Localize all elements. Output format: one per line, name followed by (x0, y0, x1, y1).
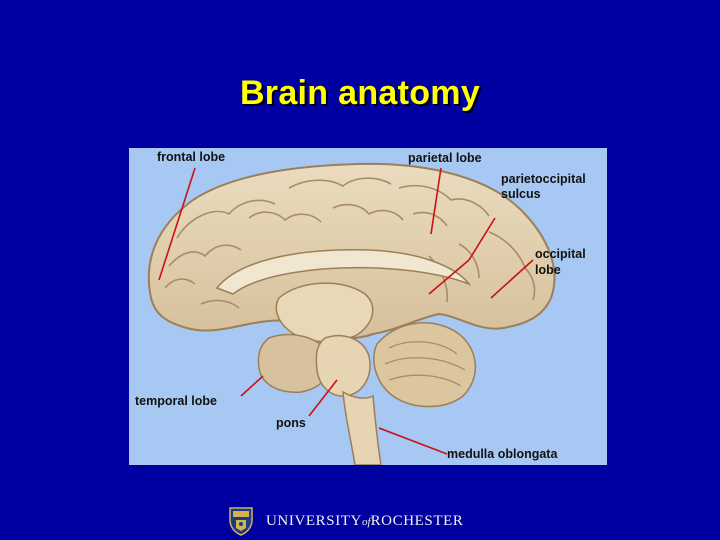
label-occipital-lobe-line1: occipital (535, 247, 586, 261)
thalamus (275, 282, 374, 343)
label-parietooccipital-sulcus-line1: parietoccipital (501, 172, 586, 186)
pons-shape (315, 335, 371, 397)
university-wordmark: UNIVERSITYofROCHESTER (266, 513, 463, 530)
university-shield-icon (229, 507, 253, 536)
label-frontal-lobe: frontal lobe (157, 150, 226, 164)
label-temporal-lobe: temporal lobe (135, 394, 217, 408)
label-occipital-lobe-line2: lobe (535, 263, 561, 277)
label-medulla-oblongata: medulla oblongata (447, 447, 558, 461)
medulla-shape (342, 390, 382, 465)
cerebellum-folia (384, 341, 466, 387)
cerebellum-shape (373, 322, 477, 408)
rochester-word: ROCHESTER (370, 512, 464, 529)
university-of-word: of (362, 515, 371, 528)
university-word: UNIVERSITY (266, 512, 362, 529)
footer: UNIVERSITYofROCHESTER (0, 506, 720, 540)
label-parietooccipital-sulcus-line2: sulcus (501, 187, 541, 201)
temporal-lobe-shape (257, 333, 332, 393)
leader-lines (158, 167, 534, 455)
gyri-texture (164, 177, 536, 309)
label-parietal-lobe: parietal lobe (408, 151, 482, 165)
label-pons: pons (276, 416, 306, 430)
corpus-callosum (215, 249, 472, 295)
brain-figure: frontal lobe parietal lobe parietoccipit… (129, 148, 607, 465)
slide-title: Brain anatomy (239, 74, 481, 112)
brain-illustration (147, 162, 556, 465)
